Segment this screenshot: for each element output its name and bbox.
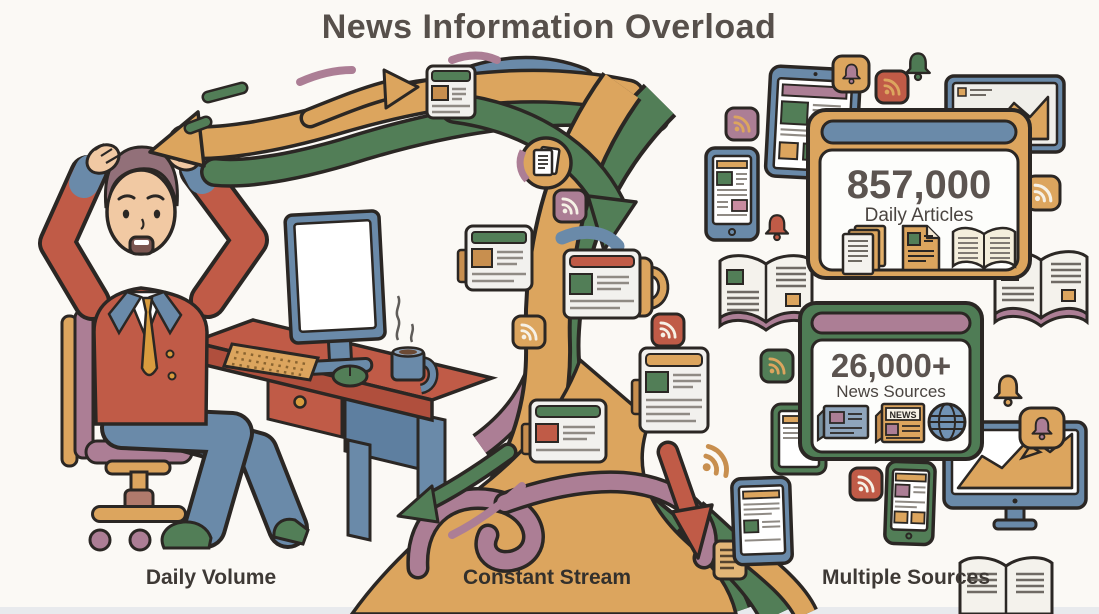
- arrowhead-right: [382, 68, 420, 110]
- arrowhead-red: [670, 503, 714, 560]
- shoe: [160, 520, 213, 550]
- keyboard: [221, 342, 321, 382]
- rss-icon: [759, 348, 795, 384]
- rss-icon: [511, 314, 547, 350]
- stat-card-daily-articles: 857,000 Daily Articles: [806, 108, 1032, 280]
- card-header-bar: [810, 311, 972, 335]
- rss-icon: [848, 466, 884, 502]
- rss-icon: [724, 106, 760, 142]
- daily-articles-value: 857,000: [847, 163, 992, 207]
- news-sources-value: 26,000+: [831, 347, 951, 384]
- news-tabloid-icon: NEWS: [874, 402, 926, 445]
- daily-articles-label: Daily Articles: [865, 205, 974, 226]
- coffee-mug: [390, 295, 439, 395]
- tie: [140, 296, 159, 377]
- news-article-card: [456, 224, 534, 292]
- news-article-card: [630, 346, 710, 434]
- tablet-device: [730, 475, 794, 567]
- newspaper-icon: [816, 404, 870, 443]
- page-title: News Information Overload: [322, 8, 777, 46]
- stressed-man: [38, 140, 310, 550]
- news-article-card: [520, 398, 608, 464]
- constant-stream-illustration: [148, 51, 818, 614]
- card-header-bar: [820, 119, 1018, 145]
- arrowhead-small: [396, 484, 440, 524]
- hair: [103, 145, 179, 209]
- rss-icon: [552, 188, 588, 224]
- rss-icon: [650, 312, 686, 348]
- news-sources-label: News Sources: [836, 382, 946, 401]
- open-book-icon: [951, 226, 1017, 270]
- stacked-documents-icon: [841, 224, 887, 276]
- news-article-card: [425, 64, 477, 120]
- stressed-man-scene: [38, 140, 499, 552]
- multiple-sources-illustration: 857,000 Daily Articles: [704, 52, 1089, 614]
- open-book: [958, 556, 1054, 614]
- news-badge-text: NEWS: [890, 410, 917, 420]
- smartphone-device: [704, 146, 760, 242]
- globe-icon: [927, 402, 967, 442]
- stat-card-news-sources: 26,000+ News Sources NEWS: [798, 301, 984, 461]
- label-multiple-sources: Multiple Sources: [822, 566, 990, 589]
- label-daily-volume: Daily Volume: [146, 566, 276, 589]
- smartphone-device: [883, 459, 937, 547]
- shoe: [272, 517, 310, 546]
- notification-badge: [831, 54, 871, 94]
- document-in-circle-icon: [516, 136, 573, 190]
- desktop-monitor: [283, 209, 387, 376]
- rss-icon: [874, 69, 910, 105]
- worried-mouth: [128, 235, 155, 256]
- label-constant-stream: Constant Stream: [463, 566, 631, 589]
- article-document-icon: [901, 224, 941, 272]
- news-article-card: [562, 248, 642, 320]
- notification-bubble: [1018, 406, 1066, 461]
- open-book: [718, 254, 814, 332]
